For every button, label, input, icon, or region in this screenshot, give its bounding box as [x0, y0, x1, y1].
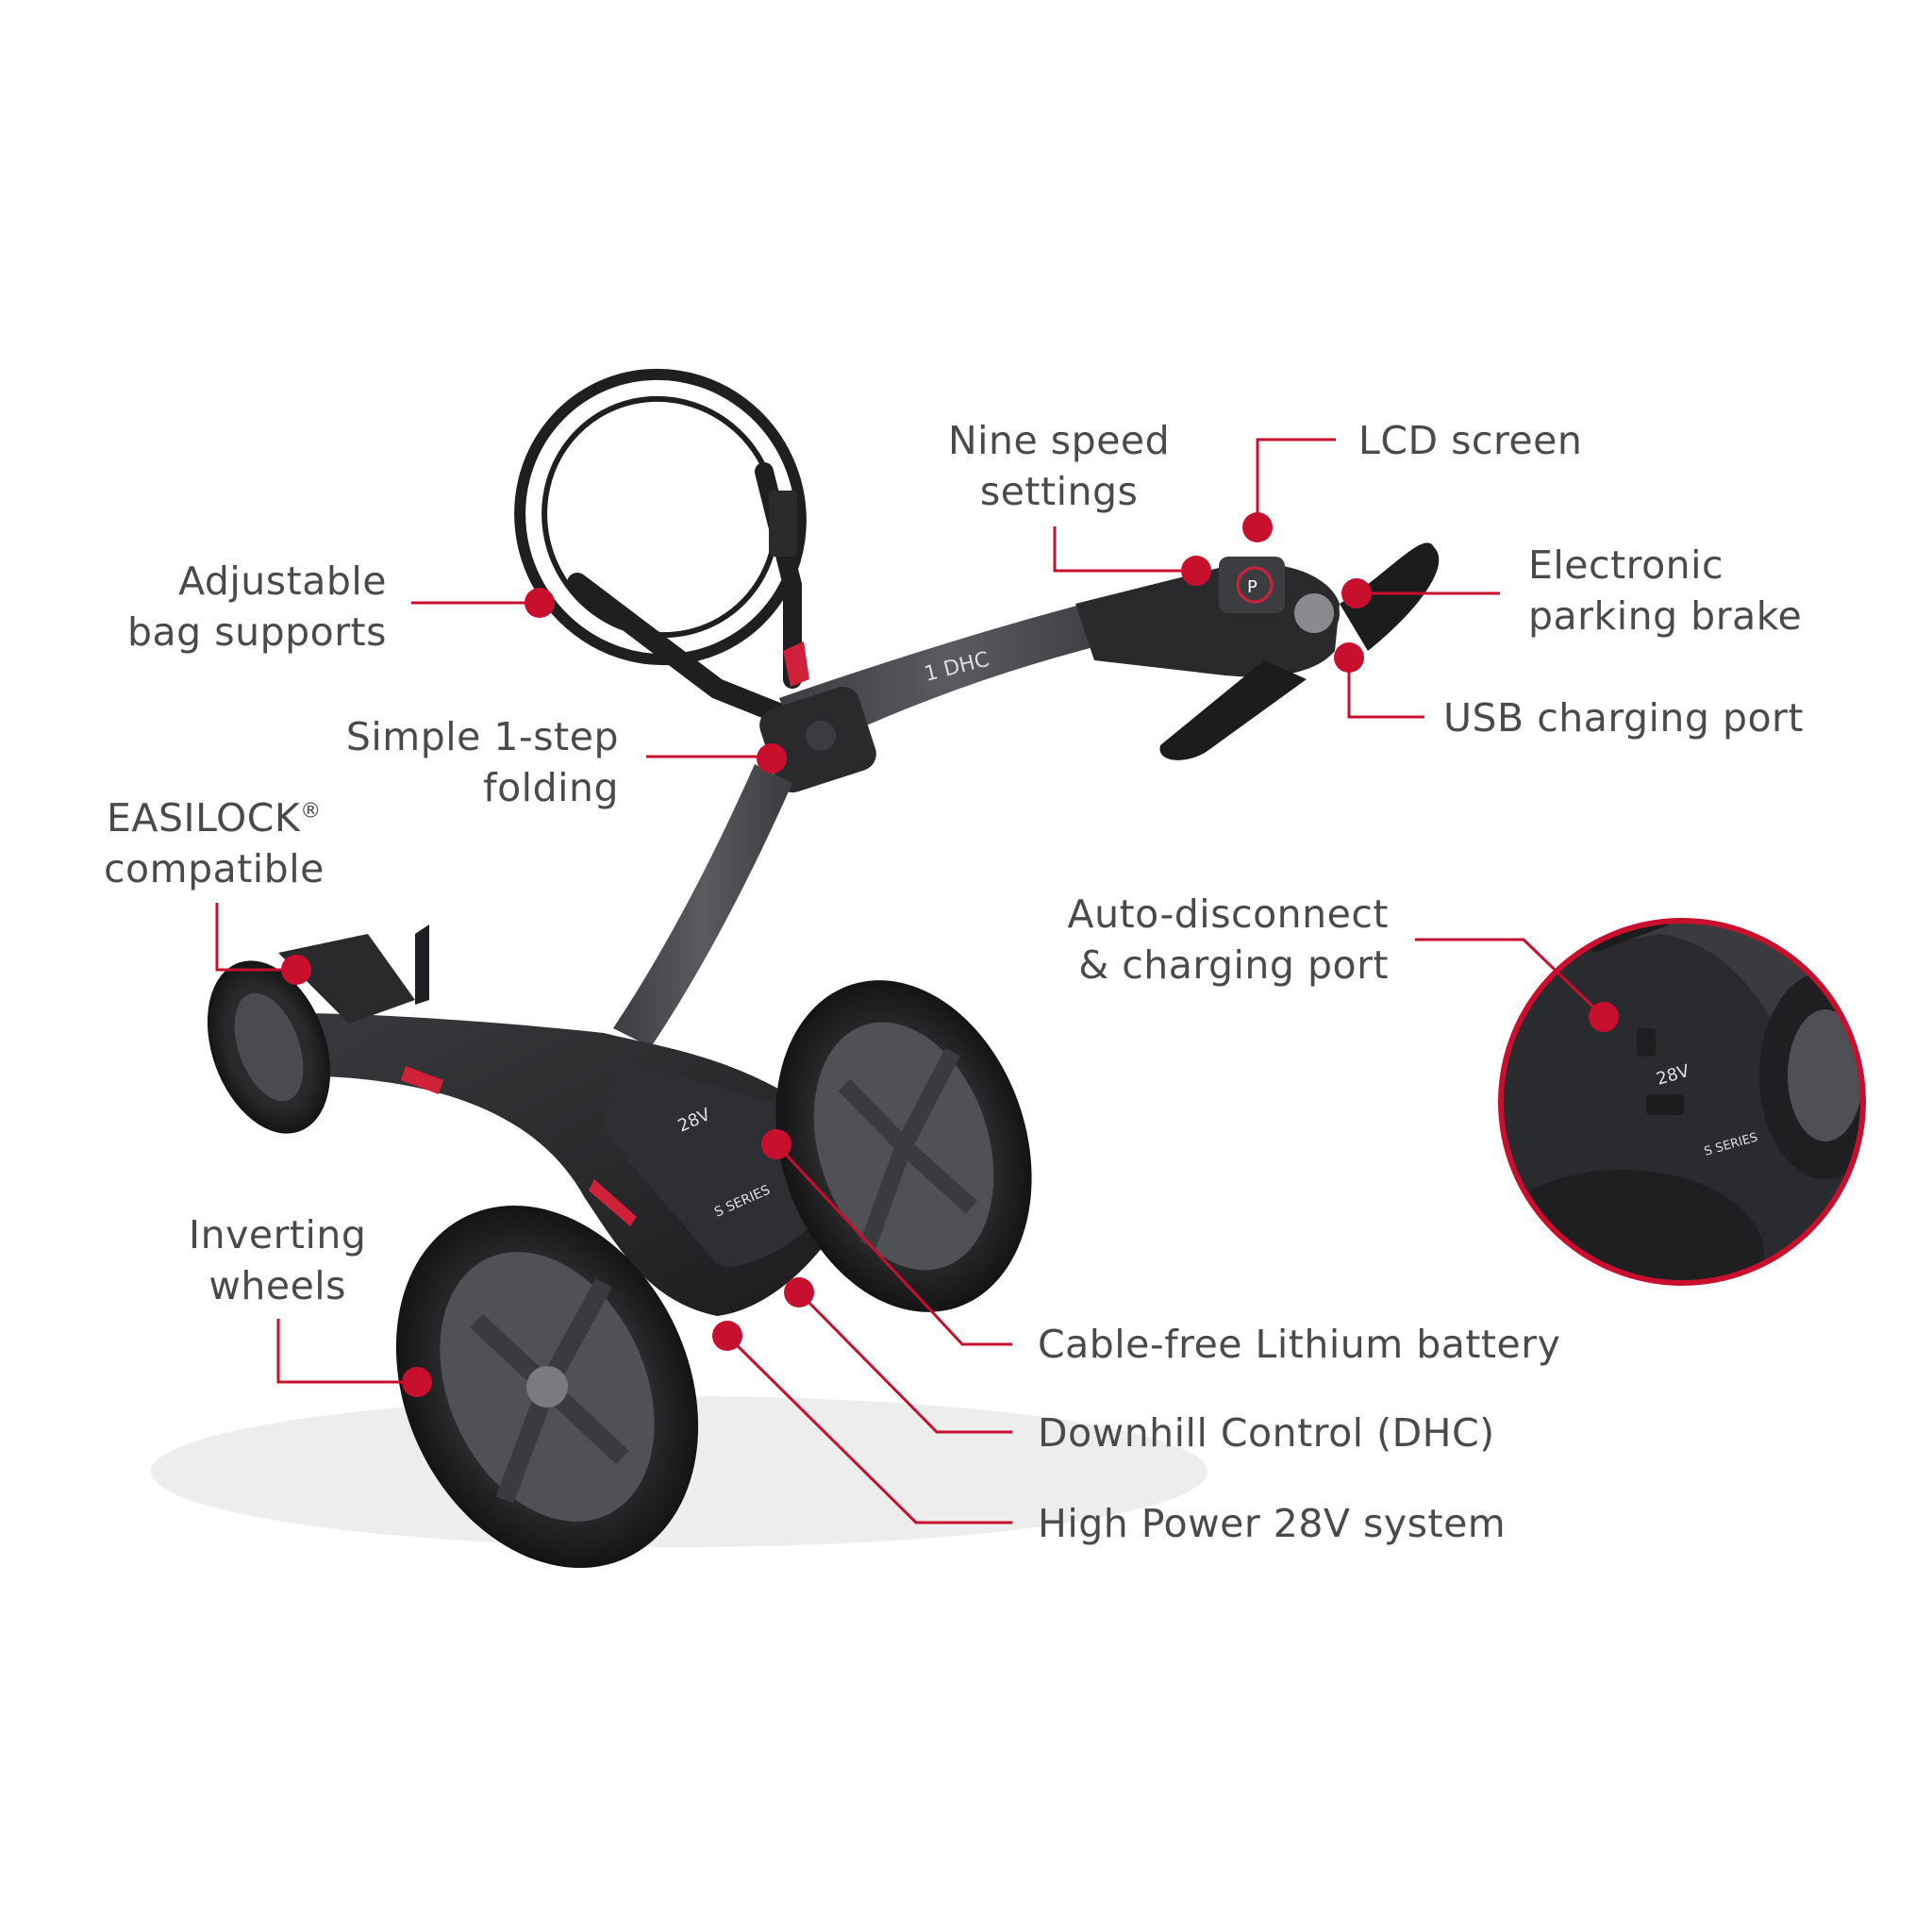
- lower-frame: [613, 764, 792, 1047]
- leader-inverting-wheels: [276, 1319, 417, 1384]
- leader-auto-disconnect: [1415, 938, 1606, 1019]
- rear-wheel-left: [395, 1205, 699, 1569]
- svg-text:P: P: [1247, 577, 1257, 597]
- zoom-inset-ring: [1498, 918, 1866, 1286]
- dot-high-power: [712, 1321, 742, 1351]
- callout-lcd-screen: LCD screen: [1358, 418, 1583, 463]
- handle-shaft: [779, 596, 1123, 755]
- dot-easilock: [281, 955, 311, 985]
- dot-inverting-wheels: [402, 1367, 432, 1397]
- front-wheel: [207, 960, 331, 1134]
- callout-high-power: High Power 28V system: [1038, 1501, 1507, 1546]
- callout-usb-port: USB charging port: [1443, 695, 1804, 741]
- dot-folding: [757, 743, 787, 774]
- dot-dhc: [784, 1277, 814, 1307]
- handle-grip-lower: [1159, 660, 1307, 760]
- callout-easilock: EASILOCK® compatible: [104, 795, 325, 891]
- leader-easilock: [215, 903, 294, 972]
- callout-dots: [281, 512, 1619, 1397]
- bag-support-release-clip: [783, 641, 809, 687]
- leader-usb: [1347, 658, 1424, 719]
- lcd-screen: [1219, 557, 1285, 613]
- callout-lithium-battery: Cable-free Lithium battery: [1038, 1322, 1561, 1367]
- dot-battery: [761, 1129, 791, 1159]
- easilock-cradle: [278, 934, 415, 1024]
- dot-lcd: [1242, 512, 1273, 542]
- callout-auto-disconnect: Auto-disconnect & charging port: [1067, 891, 1389, 988]
- callout-simple-folding: Simple 1-step folding: [345, 714, 619, 810]
- callout-adjustable-bag-supports: Adjustable bag supports: [127, 558, 387, 655]
- leader-lines: [215, 438, 1606, 1524]
- callout-dhc: Downhill Control (DHC): [1038, 1410, 1495, 1456]
- dot-usb: [1334, 642, 1364, 673]
- rear-wheel-right: [775, 980, 1032, 1312]
- battery-housing: [604, 1057, 821, 1267]
- easilock-name: EASILOCK: [107, 795, 301, 841]
- leader-high-power: [725, 1334, 1012, 1524]
- leader-lcd: [1256, 438, 1336, 527]
- zoom-inset: 28V S SERIES: [1498, 918, 1866, 1286]
- speed-dial: [1289, 588, 1340, 639]
- callout-parking-brake: Electronic parking brake: [1528, 542, 1803, 639]
- callout-inverting-wheels: Inverting wheels: [189, 1212, 367, 1308]
- leader-nine-speed: [1053, 526, 1196, 573]
- leader-battery: [774, 1142, 1012, 1346]
- handle-grip-upper: [1340, 542, 1440, 651]
- callout-nine-speed: Nine speed settings: [948, 418, 1171, 514]
- leader-dhc: [797, 1291, 1012, 1434]
- dot-auto-disconnect: [1589, 1002, 1619, 1032]
- dot-parking-brake: [1341, 578, 1372, 608]
- dot-bag-supports: [525, 588, 555, 618]
- registered-mark: ®: [300, 799, 322, 824]
- dot-nine-speed: [1181, 556, 1211, 586]
